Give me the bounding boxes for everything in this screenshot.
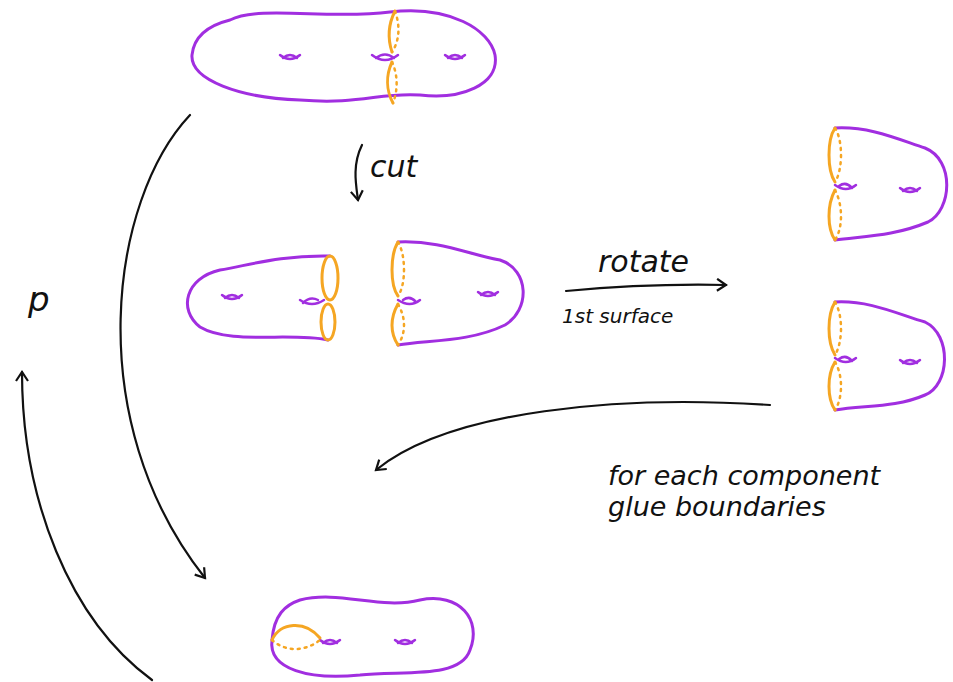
annotation-text: 1st surface <box>562 305 742 328</box>
genus-three-surface <box>192 11 495 103</box>
glue-arrow <box>376 402 770 470</box>
annotation-text: for each component glue boundaries <box>608 460 908 522</box>
cut-arrow <box>356 145 363 200</box>
genus-two-surface <box>272 597 474 676</box>
right-piece <box>392 242 523 345</box>
annotation-text: rotate <box>598 245 758 280</box>
rotate-arrow <box>566 285 726 291</box>
composite-arrow <box>121 115 205 578</box>
second-piece <box>829 302 945 410</box>
p-arrow <box>22 372 152 680</box>
annotation-text: p <box>28 280 88 319</box>
annotation-text: cut <box>370 150 490 185</box>
left-piece <box>187 256 338 340</box>
rotated-piece <box>829 128 947 240</box>
